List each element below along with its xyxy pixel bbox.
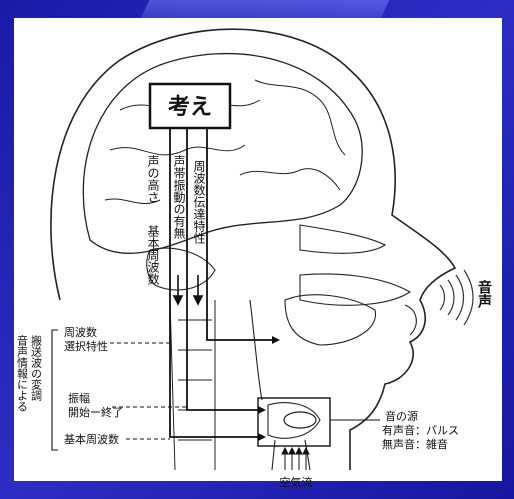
lips: [405, 305, 416, 335]
source-title: 音の源: [385, 409, 418, 423]
arrowheads: [258, 336, 280, 441]
larynx: [268, 403, 320, 439]
source-voiced: 有声音：パルス: [382, 423, 459, 437]
label-fundamental: 基本周波数: [146, 225, 160, 286]
airflow-label: 空気流: [280, 475, 313, 489]
left-bracket: [52, 330, 58, 450]
head-outline: [51, 29, 455, 470]
label-transfer: 周波数伝達特性: [192, 160, 206, 245]
label-pitch: 声の高さ: [146, 155, 160, 203]
spine: [170, 300, 215, 470]
tongue: [285, 295, 376, 345]
sound-waves: [440, 270, 473, 325]
thought-box-label: 考え: [168, 95, 212, 120]
left-group-label: 搬送波の変調: [30, 334, 43, 401]
left-pointers: [110, 343, 187, 439]
brain-fold-4: [240, 169, 340, 190]
brain-fold-2: [110, 145, 245, 155]
left-label-amplitude-2: 開始ー終了: [68, 405, 123, 419]
left-group-sub: 音声情報による: [16, 334, 29, 412]
label-voicing: 声帯振動の有無: [172, 155, 186, 240]
vocal-folds: [284, 412, 316, 428]
left-label-base-freq: 基本周波数: [64, 432, 119, 446]
down-arrows: [174, 275, 202, 304]
source-unvoiced: 無声音：雑音: [382, 437, 448, 451]
pharynx: [250, 300, 262, 400]
airflow-arrows: [282, 448, 309, 470]
nasal-cavity: [300, 225, 385, 253]
left-label-freq-select-2: 選択特性: [64, 339, 108, 353]
trachea: [272, 440, 310, 470]
head-illustration: [51, 29, 455, 470]
left-label-freq-select-1: 周波数: [64, 326, 97, 339]
line-transfer: [207, 128, 272, 340]
brain-fold-3: [255, 80, 345, 155]
sound-label: 音声: [476, 279, 493, 309]
left-label-amplitude-1: 振幅: [68, 391, 90, 405]
